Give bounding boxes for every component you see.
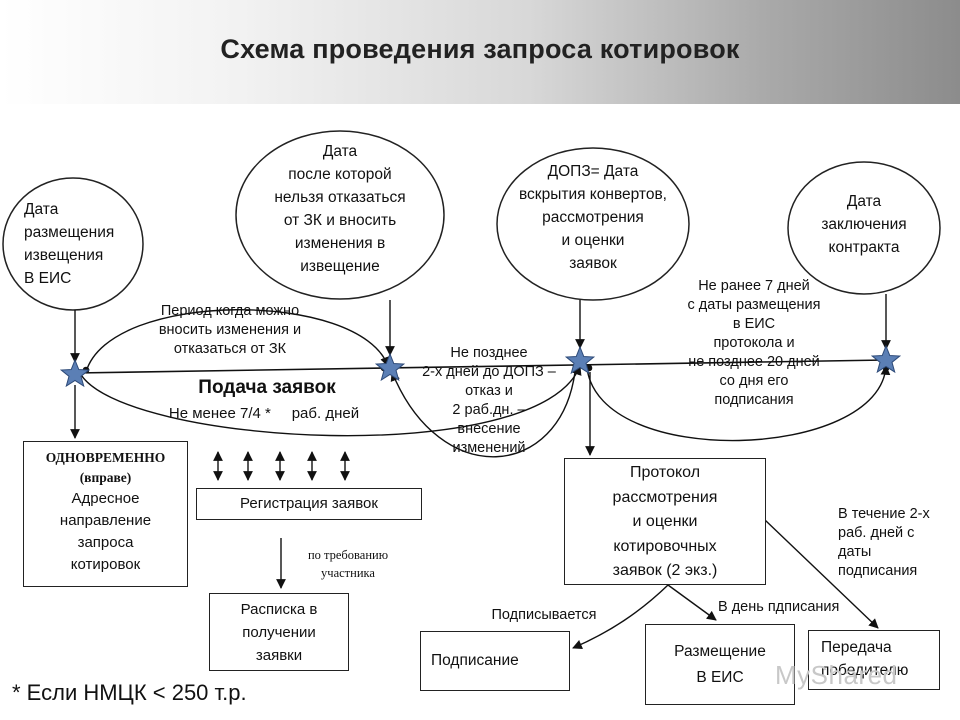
ellipse-shape-1	[2, 177, 144, 311]
box-signing: Подписание	[420, 631, 570, 691]
ellipse-shape-2	[235, 130, 445, 300]
ellipse-2-text: Дата после которой нельзя отказаться от …	[274, 143, 406, 275]
ellipse-text-dopz: ДОПЗ= Дата вскрытия конвертов, рассмотре…	[498, 160, 688, 275]
box-receipt-text: Расписка в получении заявки	[240, 601, 318, 664]
arrow-signing	[572, 584, 669, 649]
arc-contract	[586, 365, 891, 442]
box-placement: Размещение В ЕИС	[645, 624, 795, 705]
timeline	[74, 359, 887, 374]
watermark-logo: MyShared	[775, 660, 898, 690]
label-on-signing-day: В день пдписания	[718, 599, 840, 615]
box-placement-text: Размещение В ЕИС	[674, 643, 766, 686]
box-simultaneous-body: Адресное направление запроса котировок	[59, 490, 152, 573]
label-period: Период когда можно вносить изменения и о…	[158, 303, 302, 357]
box-registration: Регистрация заявок	[196, 488, 422, 520]
header-band	[0, 0, 960, 104]
box-protocol: Протокол рассмотрения и оценки котировоч…	[564, 458, 766, 585]
box-receipt: Расписка в получении заявки	[209, 593, 349, 671]
label-on-demand: по требованию участника	[307, 548, 389, 580]
star-icon	[59, 358, 91, 388]
label-submission-term: Не менее 7/4 * раб. дней	[168, 405, 360, 422]
ellipse-1-text: Дата размещения извещения В ЕИС	[24, 201, 115, 287]
arc-period	[85, 309, 390, 373]
box-registration-text: Регистрация заявок	[240, 495, 378, 512]
star-icon	[564, 345, 596, 375]
ellipse-text-contract-date: Дата заключения контракта	[794, 190, 934, 259]
star-icon	[374, 352, 406, 382]
ellipse-text-no-refusal: Дата после которой нельзя отказаться от …	[240, 140, 440, 278]
double-arrows	[213, 451, 350, 481]
page-title: Схема проведения запроса котировок	[220, 34, 740, 64]
ellipse-text-placement-date: Дата размещения извещения В ЕИС	[14, 198, 134, 290]
box-transfer-text: Передача победителю	[821, 639, 909, 679]
ellipse-3-text: ДОПЗ= Дата вскрытия конвертов, рассмотре…	[519, 163, 667, 272]
label-not-earlier: Не ранее 7 дней с даты размещения в ЕИС …	[687, 278, 821, 408]
arrow-transfer	[764, 519, 879, 629]
label-signed: Подписывается	[491, 607, 597, 623]
label-submission-title: Подача заявок	[198, 377, 336, 398]
box-protocol-text: Протокол рассмотрения и оценки котировоч…	[612, 464, 718, 579]
label-within-two-days: В течение 2-х раб. дней с даты подписани…	[838, 506, 930, 579]
ellipse-shape-3	[496, 147, 690, 301]
box-simultaneous-head: ОДНОВРЕМЕННО (вправе)	[45, 450, 166, 485]
arc-not-later	[390, 371, 576, 458]
box-signing-text: Подписание	[431, 652, 519, 669]
timeline-stars	[59, 344, 902, 388]
arc-submission	[79, 365, 582, 437]
box-simultaneous: ОДНОВРЕМЕННО (вправе) Адресное направлен…	[23, 441, 188, 587]
arrow-placement	[667, 584, 717, 621]
box-transfer: Передача победителю	[808, 630, 940, 690]
star-icon	[870, 344, 902, 374]
footnote: * Если НМЦК < 250 т.р.	[12, 680, 247, 705]
ellipse-shape-4	[787, 161, 941, 295]
ellipse-4-text: Дата заключения контракта	[821, 193, 907, 256]
label-not-later: Не позднее 2-х дней до ДОПЗ – отказ и 2 …	[422, 345, 556, 456]
